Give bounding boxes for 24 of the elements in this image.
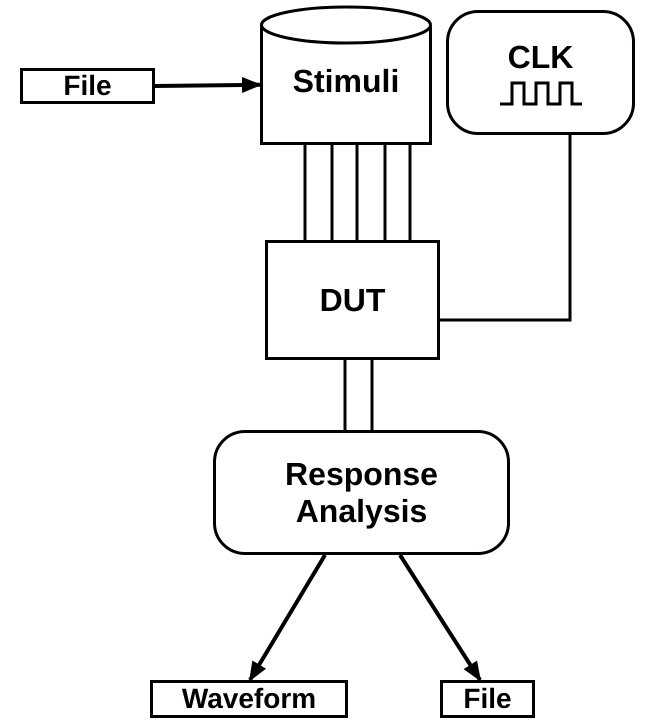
node-label: File bbox=[62, 72, 113, 100]
connector-line bbox=[356, 145, 358, 240]
clock-box bbox=[446, 10, 635, 135]
node-label: File bbox=[462, 685, 513, 713]
output-box bbox=[150, 680, 348, 718]
arrow bbox=[398, 554, 482, 682]
input-box bbox=[20, 68, 155, 104]
connector-line bbox=[384, 145, 386, 240]
connector-line bbox=[370, 360, 374, 430]
connector-line bbox=[344, 360, 346, 430]
dut-box bbox=[265, 240, 440, 360]
arrow bbox=[154, 77, 262, 93]
arrow bbox=[248, 554, 327, 682]
node-label: CLK bbox=[506, 39, 574, 76]
output-box bbox=[440, 680, 535, 718]
node-label: Waveform bbox=[180, 685, 318, 713]
connector-line bbox=[440, 135, 572, 322]
node-label: Stimuli bbox=[292, 63, 400, 100]
node-label: DUT bbox=[318, 282, 386, 318]
connector-line bbox=[408, 145, 412, 240]
node-label: Response Analysis bbox=[284, 456, 439, 530]
connector-line bbox=[304, 145, 306, 240]
connector-line bbox=[330, 145, 334, 240]
analysis-box bbox=[213, 430, 510, 555]
